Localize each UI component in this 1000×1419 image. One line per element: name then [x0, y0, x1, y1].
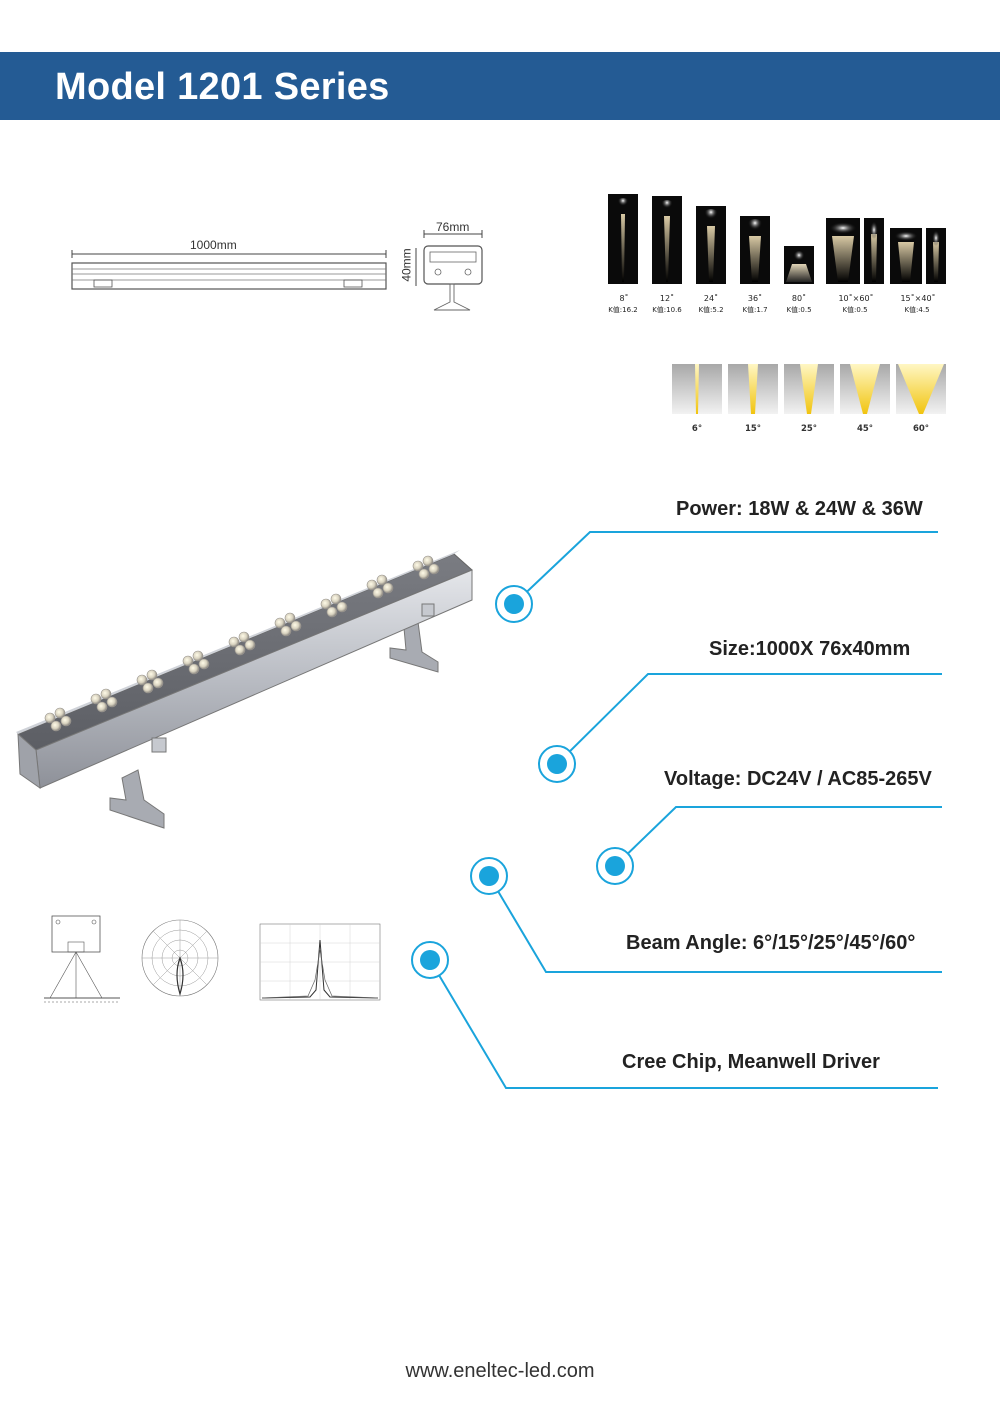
beam-photo-80: [784, 246, 814, 284]
beam-photo-k-label: K值:16.2: [608, 306, 638, 314]
beam-photo-k-label: K值:10.6: [652, 306, 682, 314]
beam-photo-24: [696, 206, 726, 284]
photometric-diagrams: [40, 910, 400, 1020]
cone-label: 15°: [744, 424, 762, 434]
width-dimension-label: 76mm: [436, 220, 470, 234]
callout-marker-power: [495, 585, 533, 623]
callout-marker-voltage: [596, 847, 634, 885]
beam-photo-k-label: K值:1.7: [742, 306, 768, 314]
beam-photo-strip: 8˚ K值:16.2 12˚ K值:10.6 24˚ K值:5.2 36˚ K值…: [596, 190, 956, 320]
installation-sketch: [44, 915, 120, 1003]
header-bar: Model 1201 Series: [0, 52, 1000, 120]
cone-label: 45°: [856, 424, 874, 434]
spec-beam-angle: Beam Angle: 6°/15°/25°/45°/60°: [626, 932, 916, 954]
beam-photo-angle-label: 10˚×60˚: [838, 294, 874, 303]
spec-voltage: Voltage: DC24V / AC85-265V: [664, 768, 932, 790]
beam-photo-angle-label: 12˚: [659, 294, 675, 303]
callout-marker-chip: [411, 941, 449, 979]
spec-power: Power: 18W & 24W & 36W: [676, 498, 923, 520]
footer-website: www.eneltec-led.com: [405, 1360, 595, 1382]
spec-chip-driver: Cree Chip, Meanwell Driver: [622, 1051, 880, 1073]
beam-photo-k-label: K值:0.5: [786, 306, 812, 314]
side-view-drawing: 1000mm: [70, 236, 390, 296]
beam-photo-15x40: [890, 228, 946, 284]
beam-photo-8: [608, 194, 638, 284]
callout-marker-size: [538, 745, 576, 783]
length-dimension-label: 1000mm: [190, 238, 237, 252]
product-image: [14, 548, 484, 838]
polar-diagram: [141, 919, 219, 997]
height-dimension-label: 40mm: [399, 248, 414, 282]
beam-photo-12: [652, 196, 682, 284]
page-title: Model 1201 Series: [55, 66, 390, 108]
cone-label: 6°: [691, 424, 703, 434]
beam-photo-k-label: K值:0.5: [842, 306, 868, 314]
beam-photo-angle-label: 15˚×40˚: [900, 294, 936, 303]
beam-photo-36: [740, 216, 770, 284]
beam-photo-k-label: K值:5.2: [698, 306, 724, 314]
callout-marker-beam-angle: [470, 857, 508, 895]
beam-photo-angle-label: 24˚: [703, 294, 719, 303]
beam-cone-strip: 6° 15° 25° 45° 60°: [670, 362, 950, 442]
beam-photo-10x60: [826, 218, 884, 284]
cone-15: [728, 364, 778, 414]
cone-45: [840, 364, 890, 414]
beam-photo-angle-label: 36˚: [747, 294, 763, 303]
light-distribution-chart: [259, 923, 381, 1001]
beam-photo-angle-label: 8˚: [619, 294, 629, 303]
beam-photo-angle-label: 80˚: [791, 294, 807, 303]
cone-label: 25°: [800, 424, 818, 434]
cone-6: [672, 364, 722, 414]
cone-label: 60°: [912, 424, 930, 434]
beam-photo-k-label: K值:4.5: [904, 306, 930, 314]
end-view-drawing: 76mm 40mm: [398, 218, 498, 318]
cone-60: [896, 364, 946, 414]
spec-size: Size:1000X 76x40mm: [709, 638, 911, 660]
cone-25: [784, 364, 834, 414]
